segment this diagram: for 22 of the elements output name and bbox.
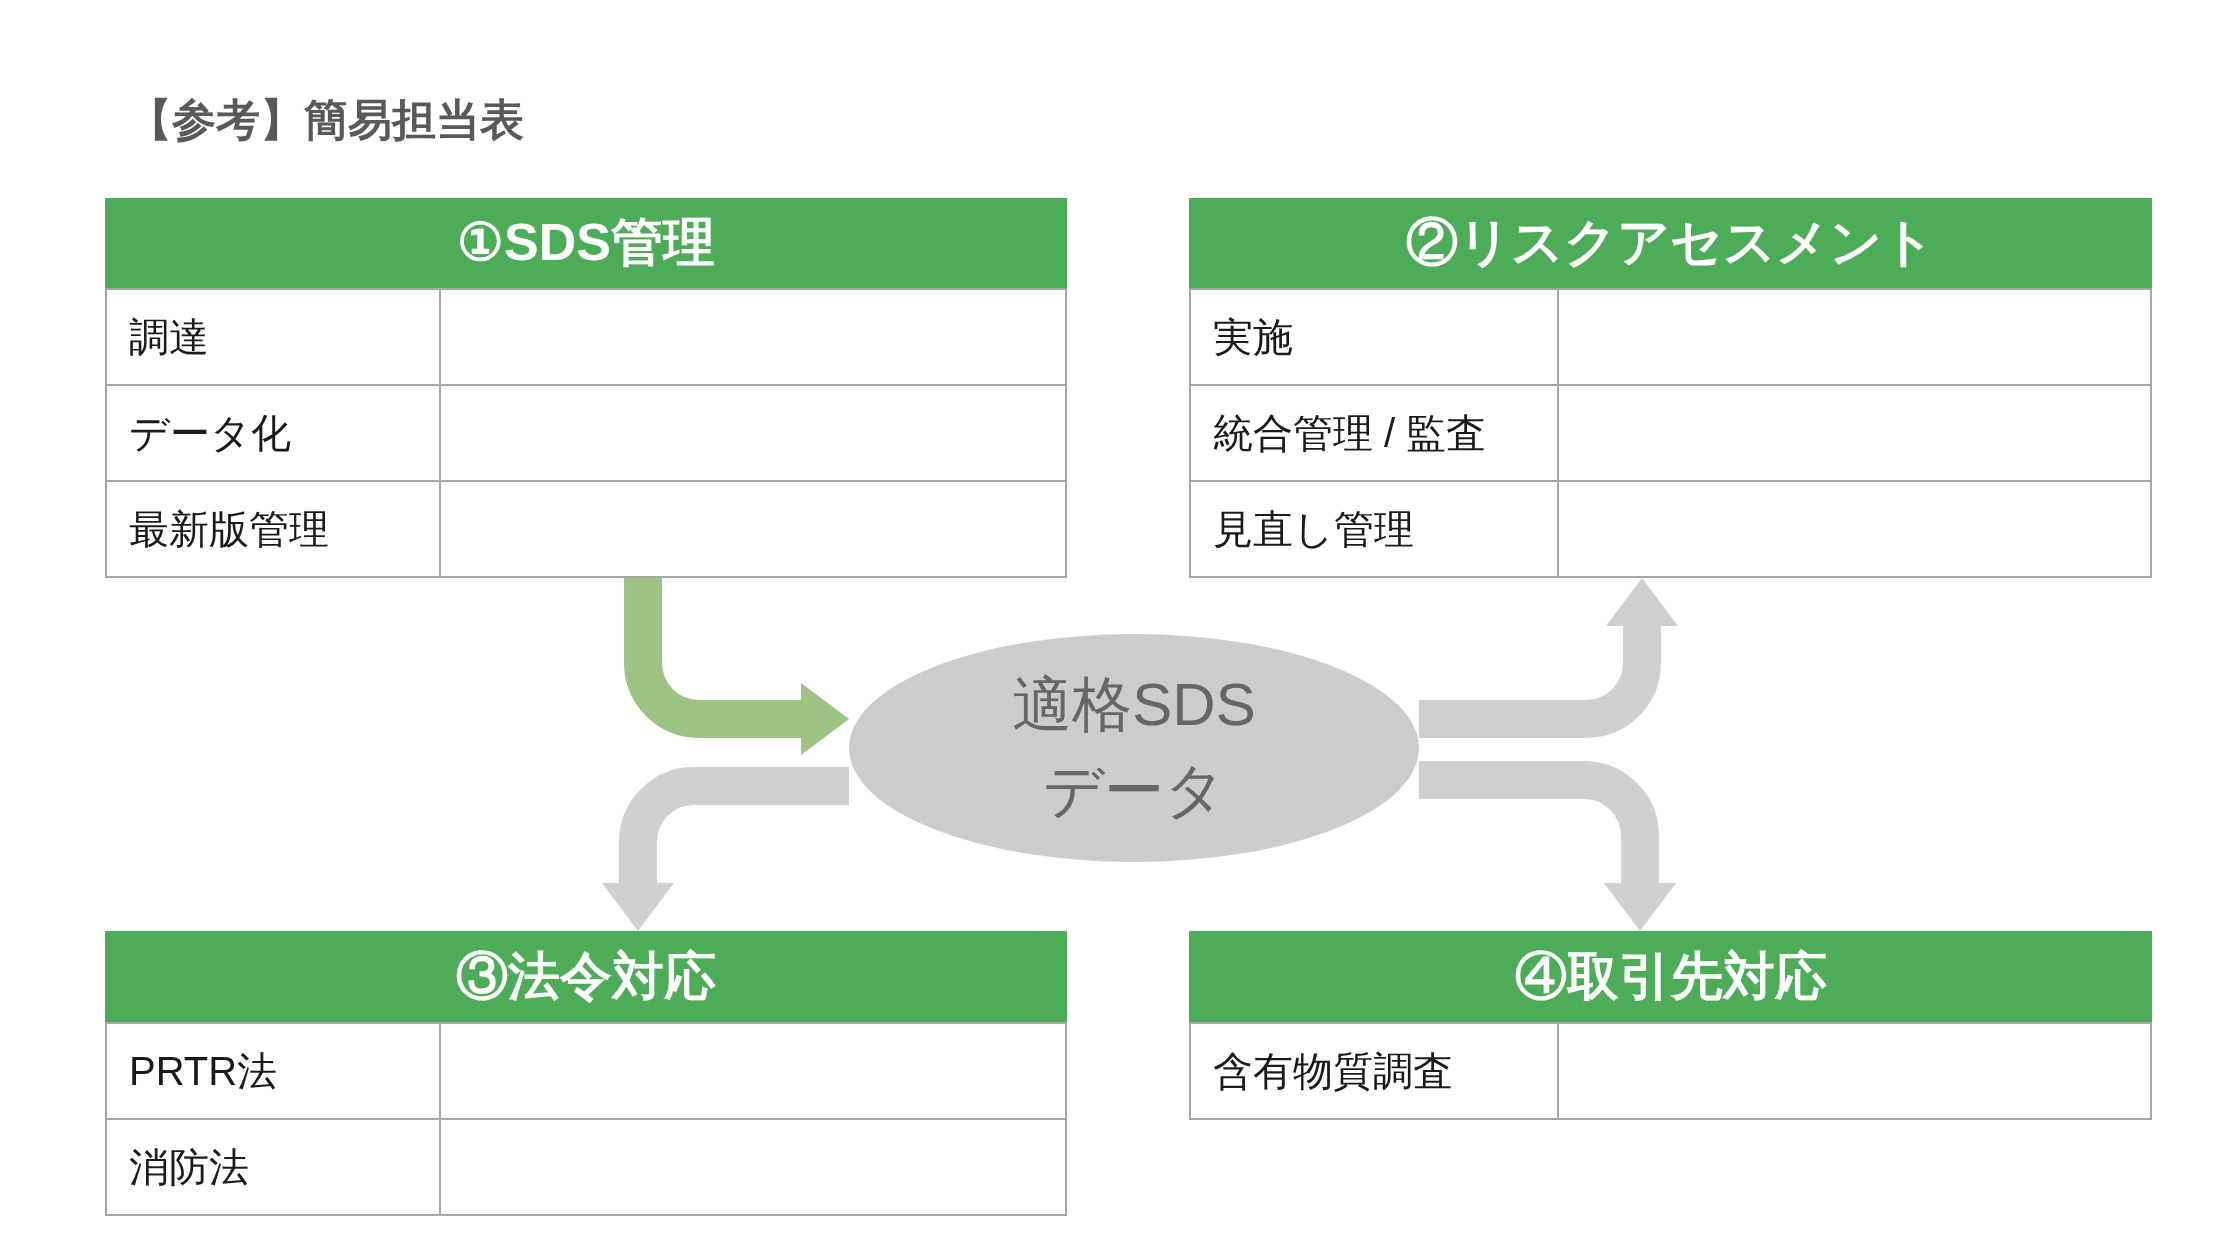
table-cell: 消防法	[107, 1118, 441, 1214]
table-cell: 含有物質調査	[1191, 1022, 1559, 1118]
table	[105, 198, 1067, 578]
table-header: ①SDS管理	[105, 198, 1067, 288]
arrow	[1419, 761, 1676, 931]
table-cell: 最新版管理	[107, 480, 441, 576]
table	[1189, 198, 2152, 578]
table-header: ②リスクアセスメント	[1189, 198, 2152, 288]
arrow	[601, 767, 849, 931]
table-cell: データ化	[107, 384, 441, 480]
table-cell: 統合管理 / 監査	[1191, 384, 1559, 480]
title: 【参考】簡易担当表	[128, 94, 524, 146]
table	[1189, 931, 2152, 1120]
table	[105, 931, 1067, 1216]
table-cell: PRTR法	[107, 1022, 441, 1118]
table-header: ③法令対応	[105, 931, 1067, 1022]
ellipse: 適格SDSデータ	[849, 634, 1419, 862]
table-cell: 見直し管理	[1191, 480, 1559, 576]
table-cell: 実施	[1191, 288, 1559, 384]
arrow	[1419, 578, 1678, 738]
table-cell: 調達	[107, 288, 441, 384]
table-header: ④取引先対応	[1189, 931, 2152, 1022]
